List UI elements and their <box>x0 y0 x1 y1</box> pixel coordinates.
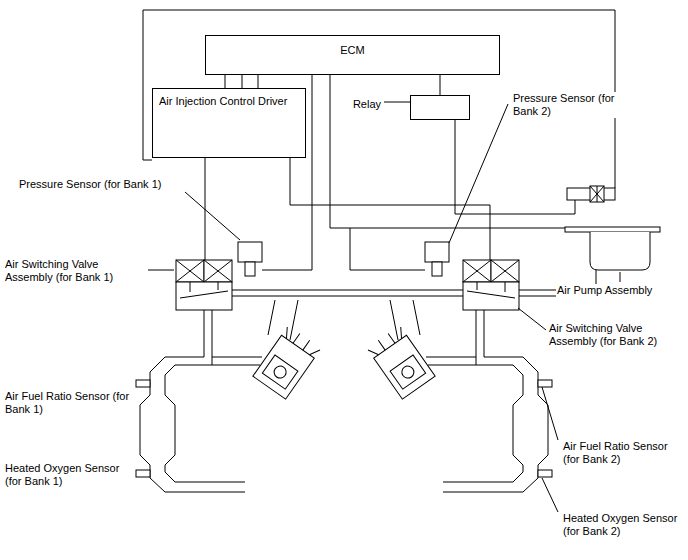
signal-wire <box>225 75 226 88</box>
box-label: ECM <box>206 36 499 63</box>
exhaust-bank <box>136 300 321 492</box>
wire <box>350 228 425 270</box>
part-label: Heated Oxygen Sensor (for Bank 2) <box>562 512 684 538</box>
part-label: Pressure Sensor (for Bank 2) <box>512 92 624 118</box>
air-pipe <box>232 290 463 296</box>
part-label: Air Fuel Ratio Sensor (for Bank 1) <box>4 390 136 416</box>
driver-box: Air Injection Control Driver <box>152 88 306 158</box>
control-module-box: ECM <box>205 35 500 75</box>
air-switching-valve <box>176 260 232 310</box>
signal-wire <box>258 75 259 88</box>
relay-box: Relay <box>410 95 470 120</box>
pressure-sensor <box>238 242 262 262</box>
wire <box>330 75 660 228</box>
pressure-sensor <box>432 262 442 276</box>
box-label: Air Injection Control Driver <box>153 89 305 114</box>
leader-line <box>148 102 620 512</box>
pressure-sensor <box>425 242 449 262</box>
air-pump <box>519 186 660 296</box>
wire <box>455 120 575 214</box>
exhaust-bank <box>367 300 552 492</box>
air-switching-valve <box>463 260 519 310</box>
pressure-sensor <box>245 262 255 276</box>
part-label: Air Fuel Ratio Sensor (for Bank 2) <box>562 440 684 466</box>
part-label: Air Switching Valve Assembly (for Bank 2… <box>548 322 685 348</box>
signal-wire <box>440 75 441 95</box>
wire <box>290 158 490 260</box>
part-label: Heated Oxygen Sensor (for Bank 1) <box>4 462 131 488</box>
part-label: Air Pump Assembly <box>556 284 653 297</box>
box-label: Relay <box>353 98 381 111</box>
part-label: Air Switching Valve Assembly (for Bank 1… <box>4 258 146 284</box>
part-label: Pressure Sensor (for Bank 1) <box>18 178 162 191</box>
signal-wire <box>242 75 243 88</box>
